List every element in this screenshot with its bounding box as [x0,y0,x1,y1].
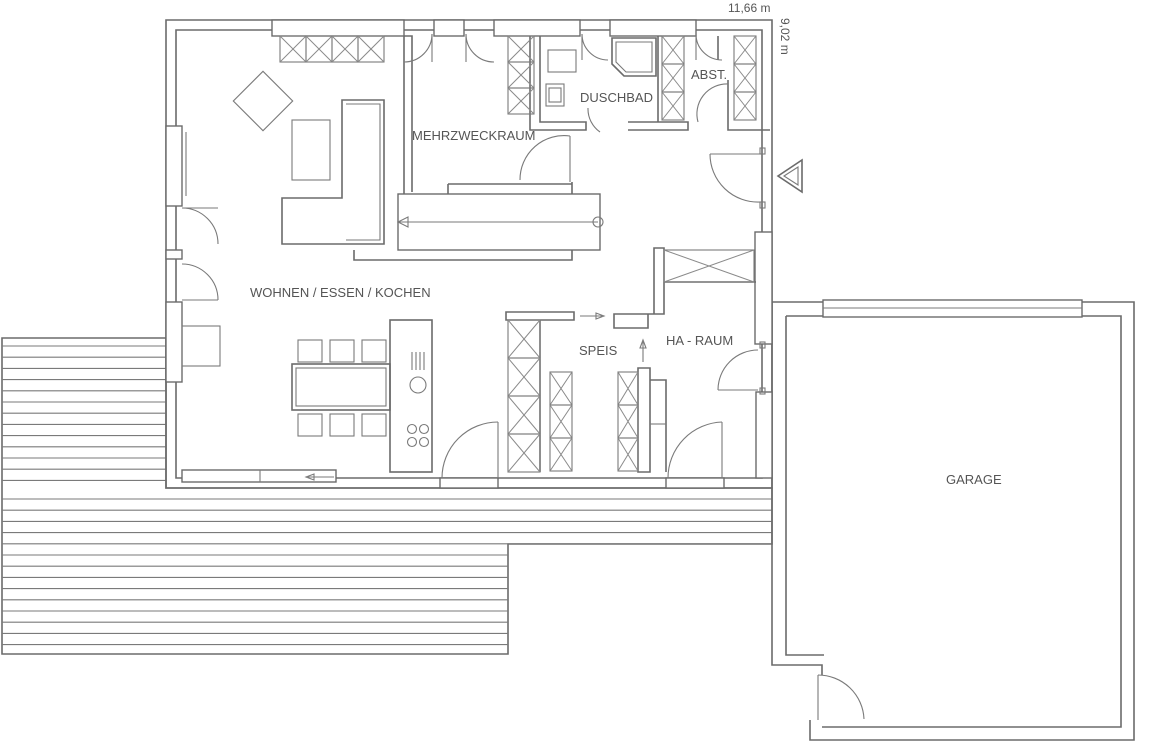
direction-arrows [304,312,647,481]
house-walls [165,19,773,489]
room-label-garage: GARAGE [946,472,1002,487]
north-arrow-icon [776,158,803,194]
staircase [396,193,604,251]
room-label-technical: HA - RAUM [666,333,733,348]
room-label-utility: MEHRZWECKRAUM [412,128,536,143]
door-swings [181,33,766,479]
room-label-shower: DUSCHBAD [580,90,653,105]
bathroom-fixtures [545,37,657,107]
terrace-decking [1,337,773,655]
room-label-pantry: SPEIS [579,343,618,358]
storage-cabinets [279,35,757,473]
room-label-storage: ABST. [691,67,727,82]
living-furniture [181,70,433,473]
room-label-living: WOHNEN / ESSEN / KOCHEN [250,285,431,300]
dimension-width: 11,66 m [728,1,770,15]
interior-walls [353,35,770,473]
dimension-depth: 9,02 m [778,18,792,55]
garage-walls [771,299,1135,741]
